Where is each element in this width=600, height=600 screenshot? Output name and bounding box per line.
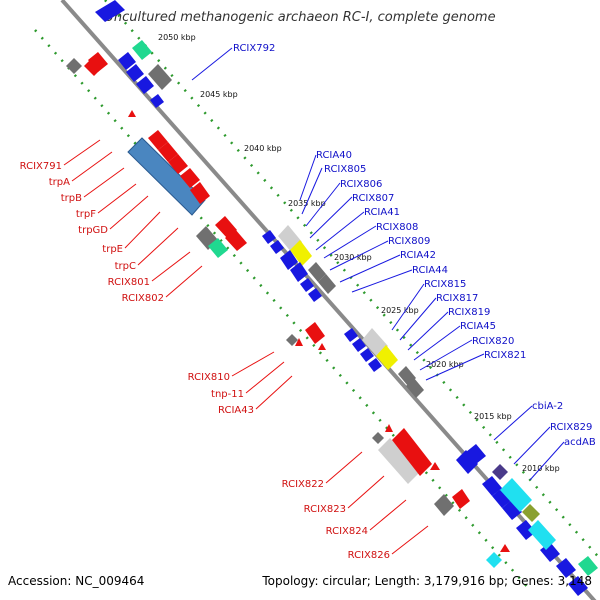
gene-label-left: trpGD [78, 225, 108, 236]
gene-label-right: RCIX829 [550, 422, 592, 433]
kbp-tick-label: 2025 kbp [381, 306, 419, 315]
cyan-gene [500, 478, 532, 512]
gene-label-right: RCIX819 [448, 307, 490, 318]
rna-feature [208, 238, 228, 258]
gene-label-right: RCIX821 [484, 350, 526, 361]
cyan-gene [528, 520, 556, 550]
gene-label-left: RCIX824 [326, 526, 368, 537]
forward-genes [84, 52, 510, 552]
rna-feature [578, 556, 598, 576]
gene-label-left: tnp-11 [211, 389, 244, 400]
gene-label-left: trpB [61, 193, 82, 204]
gene-label-right: RCIA41 [364, 207, 400, 218]
kbp-tick-label: 2045 kbp [200, 90, 238, 99]
gene-label-right: RCIX805 [324, 164, 366, 175]
gene-label-right: RCIX817 [436, 293, 478, 304]
kbp-tick-label: 2030 kbp [334, 253, 372, 262]
right-leader-lines [191, 47, 565, 481]
reverse-genes [95, 0, 588, 596]
gene-label-left: RCIX822 [282, 479, 324, 490]
rna-feature [132, 40, 152, 60]
kbp-tick-label: 2040 kbp [244, 144, 282, 153]
gene-label-right: RCIX792 [233, 43, 275, 54]
topology-text: Topology: circular; Length: 3,179,916 bp… [262, 574, 592, 588]
gene-label-left: RCIX802 [122, 293, 164, 304]
map-title: Uncultured methanogenic archaeon RC-I, c… [104, 10, 496, 25]
gene-label-left: trpE [102, 244, 123, 255]
gene-label-left: trpC [115, 261, 136, 272]
cyan-gene [486, 552, 502, 568]
gene-label-left: RCIX810 [188, 372, 230, 383]
olive-gene [522, 504, 540, 522]
right-labels: RCIX792 RCIA40 RCIX805 RCIX806 RCIX807 R… [233, 43, 596, 448]
kbp-tick-label: 2015 kbp [474, 412, 512, 421]
left-labels: RCIX791 trpA trpB trpF trpGD trpE trpC R… [20, 161, 390, 561]
accession-text: Accession: NC_009464 [8, 574, 145, 588]
gene-label-right: RCIX808 [376, 222, 418, 233]
gene-label-right: RCIX807 [352, 193, 394, 204]
left-leader-lines [63, 139, 429, 555]
kbp-tick-label: 2020 kbp [426, 360, 464, 369]
gene-label-right: RCIX815 [424, 279, 466, 290]
purple-gene [492, 464, 508, 480]
gene-label-left: RCIX801 [108, 277, 150, 288]
gene-label-right: RCIA45 [460, 321, 496, 332]
gene-label-right: RCIX820 [472, 336, 514, 347]
gene-label-right: RCIA40 [316, 150, 352, 161]
gene-label-left: trpA [49, 177, 70, 188]
gene-label-left: RCIX823 [304, 504, 346, 515]
inner-tick-track [104, 0, 600, 561]
pale-gene-box [378, 438, 420, 484]
gene-label-right: RCIA42 [400, 250, 436, 261]
kbp-tick-label: 2050 kbp [158, 33, 196, 42]
yellow-gene [376, 345, 398, 370]
gene-label-right: cbiA-2 [532, 401, 563, 412]
gene-label-right: RCIX806 [340, 179, 382, 190]
gene-label-right: RCIX809 [388, 236, 430, 247]
gene-label-left: trpF [76, 209, 96, 220]
gene-label-left: RCIX791 [20, 161, 62, 172]
gene-label-left: RCIA43 [218, 405, 254, 416]
yellow-gene [290, 240, 312, 266]
gene-label-right: RCIA44 [412, 265, 448, 276]
gene-label-left: RCIX826 [348, 550, 390, 561]
gene-label-right: acdAB [564, 437, 596, 448]
